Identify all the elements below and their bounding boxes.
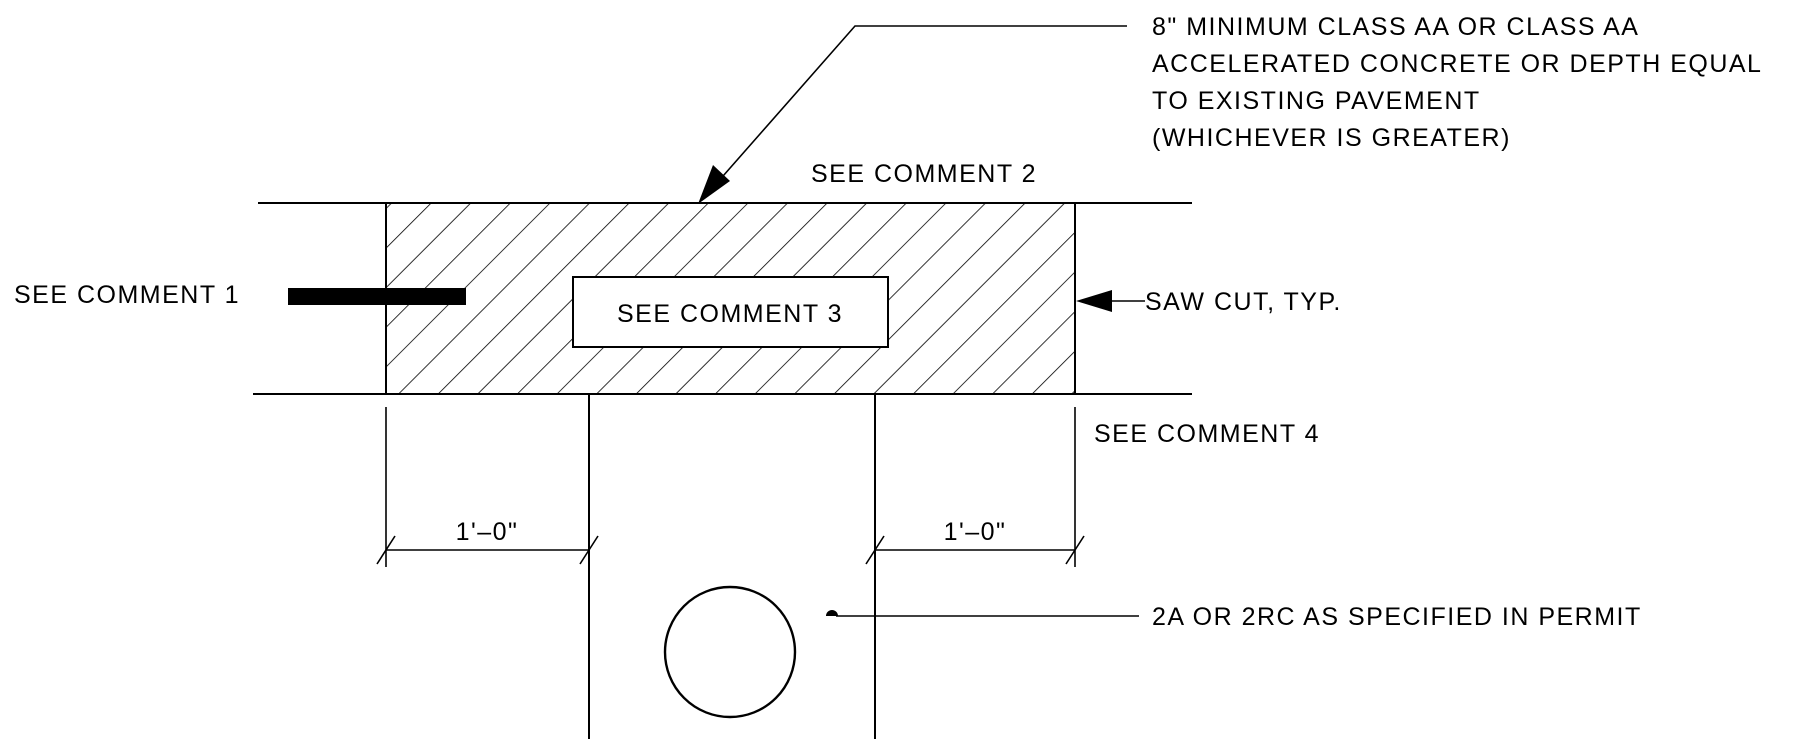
concrete-note-line-4: (WHICHEVER IS GREATER) [1152,124,1511,152]
comment-4-text: SEE COMMENT 4 [1094,420,1320,448]
dimension-left-text: 1'–0" [456,518,519,546]
concrete-note-line-2: ACCELERATED CONCRETE OR DEPTH EQUAL [1152,50,1762,78]
comment-2-text: SEE COMMENT 2 [811,160,1037,188]
dimension-tick-left-b [579,535,599,565]
backfill-text: 2A OR 2RC AS SPECIFIED IN PERMIT [1152,603,1642,631]
pipe-circle [663,585,797,719]
dimension-tick-right-a [865,535,885,565]
saw-cut-arrowhead [1076,290,1112,312]
saw-cut-text: SAW CUT, TYP. [1145,288,1342,316]
comment-3-text: SEE COMMENT 3 [617,300,843,328]
dimension-right-text: 1'–0" [944,518,1007,546]
comment-3-box [572,276,889,348]
concrete-note-arrowhead [698,165,730,204]
dimension-tick-left-a [376,535,396,565]
concrete-note-leader [715,25,1127,185]
concrete-note-line-1: 8" MINIMUM CLASS AA OR CLASS AA [1152,13,1639,41]
concrete-note-line-3: TO EXISTING PAVEMENT [1152,87,1481,115]
comment-1-leader-bar [288,288,466,305]
comment-1-text: SEE COMMENT 1 [14,281,240,309]
dimension-tick-right-b [1065,535,1085,565]
backfill-leader-dot [826,610,848,616]
